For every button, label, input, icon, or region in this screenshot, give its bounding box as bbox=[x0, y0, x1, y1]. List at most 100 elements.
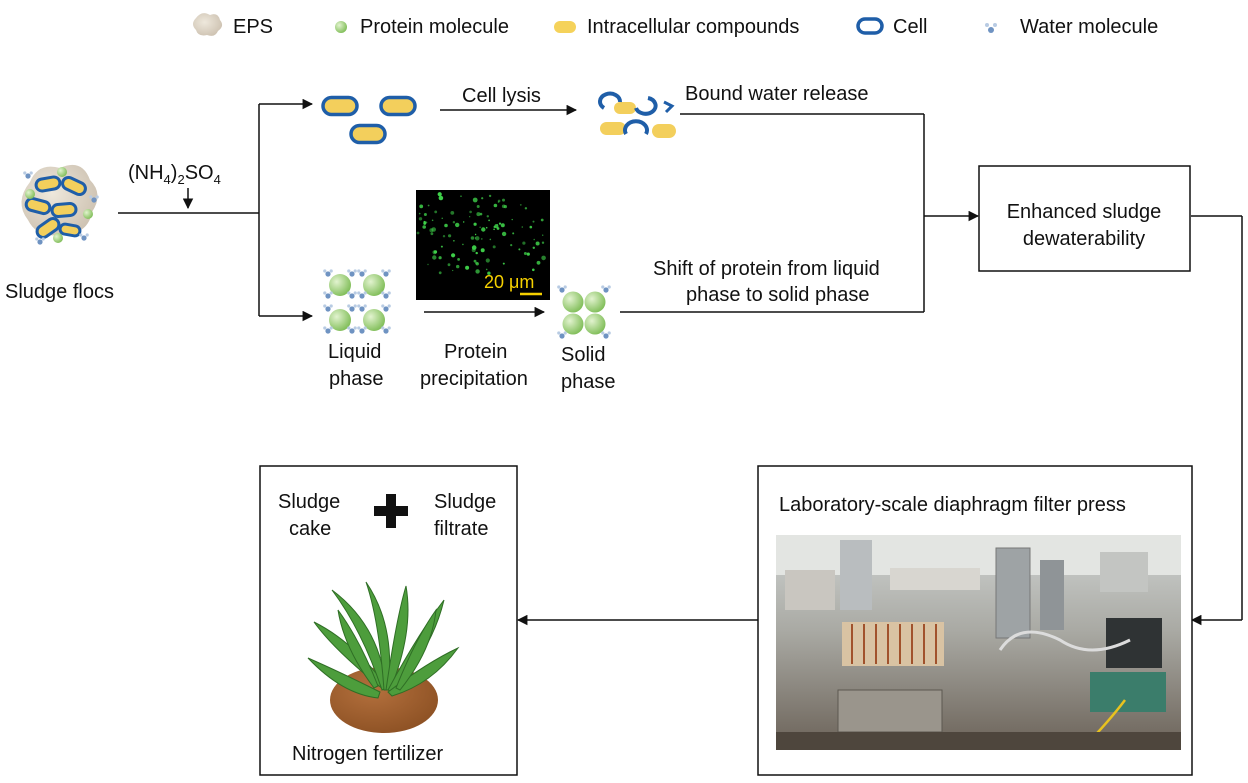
fluorescent-speck bbox=[453, 240, 455, 242]
fluorescent-speck bbox=[485, 226, 488, 229]
fluorescent-speck bbox=[418, 212, 421, 215]
solid-phase-label-1: Solid bbox=[561, 344, 605, 366]
fluorescent-speck bbox=[535, 241, 540, 246]
fluorescent-speck bbox=[469, 210, 472, 214]
fluorescent-speck bbox=[470, 236, 475, 240]
fluorescent-speck bbox=[441, 217, 443, 219]
fluorescent-speck bbox=[481, 238, 483, 240]
legend-item-eps: EPS bbox=[193, 13, 273, 38]
fluorescent-speck bbox=[526, 252, 530, 256]
fluorescent-speck bbox=[510, 244, 513, 247]
fluorescent-speck bbox=[440, 245, 443, 248]
legend-item-cell: Cell bbox=[856, 16, 927, 38]
reagent-label: (NH4)2SO4 bbox=[128, 162, 221, 187]
filter-press-photo bbox=[776, 535, 1181, 750]
sludge-cake-label-2: cake bbox=[289, 518, 331, 540]
fluorescent-speck bbox=[475, 261, 478, 265]
fluorescent-speck bbox=[452, 269, 454, 272]
fluorescent-speck bbox=[434, 210, 438, 214]
fluorescent-speck bbox=[438, 195, 444, 201]
protein-shift-label-2: phase to solid phase bbox=[686, 284, 869, 306]
lysed-cells-icon bbox=[598, 91, 676, 138]
bound-water-release-label: Bound water release bbox=[685, 83, 868, 105]
fluorescent-speck bbox=[532, 246, 535, 249]
fluorescent-speck bbox=[518, 248, 521, 251]
filter-press-box: Laboratory-scale diaphragm filter press bbox=[757, 465, 1193, 776]
fluorescent-speck bbox=[475, 236, 480, 241]
fluorescent-speck bbox=[481, 227, 486, 232]
fluorescent-speck bbox=[439, 196, 441, 198]
legend-label-eps: EPS bbox=[233, 16, 273, 38]
fluorescent-speck bbox=[463, 221, 465, 223]
fluorescent-speck bbox=[519, 204, 522, 206]
fluorescent-speck bbox=[529, 225, 533, 229]
filter-press-title: Laboratory-scale diaphragm filter press bbox=[779, 494, 1126, 516]
fluorescent-speck bbox=[476, 212, 481, 217]
fluorescent-speck bbox=[427, 204, 430, 207]
liquid-phase-proteins-icon bbox=[323, 269, 391, 333]
fluorescent-speck bbox=[488, 219, 490, 222]
fluorescent-speck bbox=[475, 237, 477, 239]
protein-molecule-icon bbox=[335, 21, 347, 33]
fluorescent-speck bbox=[496, 227, 500, 230]
sludge-flocs-label: Sludge flocs bbox=[5, 281, 114, 303]
fluorescent-speck bbox=[450, 211, 455, 215]
fluorescent-speck bbox=[485, 268, 488, 271]
fluorescent-speck bbox=[475, 269, 480, 274]
fluorescent-speck bbox=[480, 248, 485, 253]
fluorescent-speck bbox=[473, 222, 477, 226]
fluorescent-speck bbox=[523, 252, 527, 255]
fluorescent-speck bbox=[522, 241, 526, 245]
fluorescent-speck bbox=[493, 228, 495, 231]
fluorescent-speck bbox=[512, 232, 515, 235]
plus-icon bbox=[374, 494, 408, 528]
fluorescent-speck bbox=[502, 262, 505, 265]
fluorescent-speck bbox=[533, 238, 535, 241]
fluorescent-speck bbox=[427, 263, 429, 266]
fluorescent-speck bbox=[418, 217, 423, 221]
fluorescent-speck bbox=[541, 241, 545, 244]
fluorescent-speck bbox=[444, 223, 448, 228]
fluorescent-speck bbox=[447, 263, 451, 267]
fluorescent-speck bbox=[492, 245, 496, 249]
sludge-cake-label-1: Sludge bbox=[278, 491, 340, 513]
fluorescent-speck bbox=[486, 215, 489, 218]
fluorescent-speck bbox=[430, 232, 434, 236]
fluorescent-speck bbox=[432, 255, 437, 260]
fluorescent-speck bbox=[475, 251, 478, 255]
plant-with-soil-icon bbox=[307, 581, 460, 733]
fluorescent-speck bbox=[437, 192, 442, 197]
fluorescent-speck bbox=[497, 201, 500, 203]
fluorescent-speck bbox=[500, 223, 505, 228]
fluorescent-speck bbox=[465, 265, 470, 270]
fluorescent-speck bbox=[485, 258, 490, 263]
fluorescent-speck bbox=[536, 260, 541, 265]
fluorescent-speck bbox=[448, 234, 452, 238]
fluorescent-speck bbox=[438, 271, 442, 275]
fluorescent-speck bbox=[488, 194, 492, 198]
fluorescent-speck bbox=[431, 219, 434, 222]
fluorescent-speck bbox=[502, 198, 505, 202]
fluorescent-speck bbox=[532, 268, 535, 272]
fluorescent-speck bbox=[469, 216, 471, 218]
fluorescent-speck bbox=[501, 204, 506, 209]
protein-shift-label-1: Shift of protein from liquid bbox=[653, 258, 880, 280]
fluorescent-speck bbox=[541, 255, 546, 261]
sludge-filtrate-label-1: Sludge bbox=[434, 491, 496, 513]
liquid-phase-label-2: phase bbox=[329, 368, 384, 390]
fluorescent-speck bbox=[429, 228, 434, 233]
fluorescent-speck bbox=[542, 234, 544, 236]
fluorescent-speck bbox=[423, 213, 427, 216]
fluorescent-speck bbox=[540, 218, 544, 222]
fluorescent-speck bbox=[481, 197, 484, 200]
fluorescent-speck bbox=[452, 221, 456, 224]
nitrogen-fertilizer-label: Nitrogen fertilizer bbox=[292, 743, 444, 765]
legend-item-intracellular: Intracellular compounds bbox=[554, 16, 799, 38]
fluorescent-speck bbox=[438, 256, 442, 260]
fluorescent-speck bbox=[498, 222, 502, 225]
fertilizer-box: Sludge cake Sludge filtrate Nitrogen fer… bbox=[259, 465, 518, 776]
fluorescent-speck bbox=[493, 203, 498, 208]
legend-item-protein: Protein molecule bbox=[335, 16, 509, 38]
legend: EPS Protein molecule Intracellular compo… bbox=[193, 13, 1158, 38]
